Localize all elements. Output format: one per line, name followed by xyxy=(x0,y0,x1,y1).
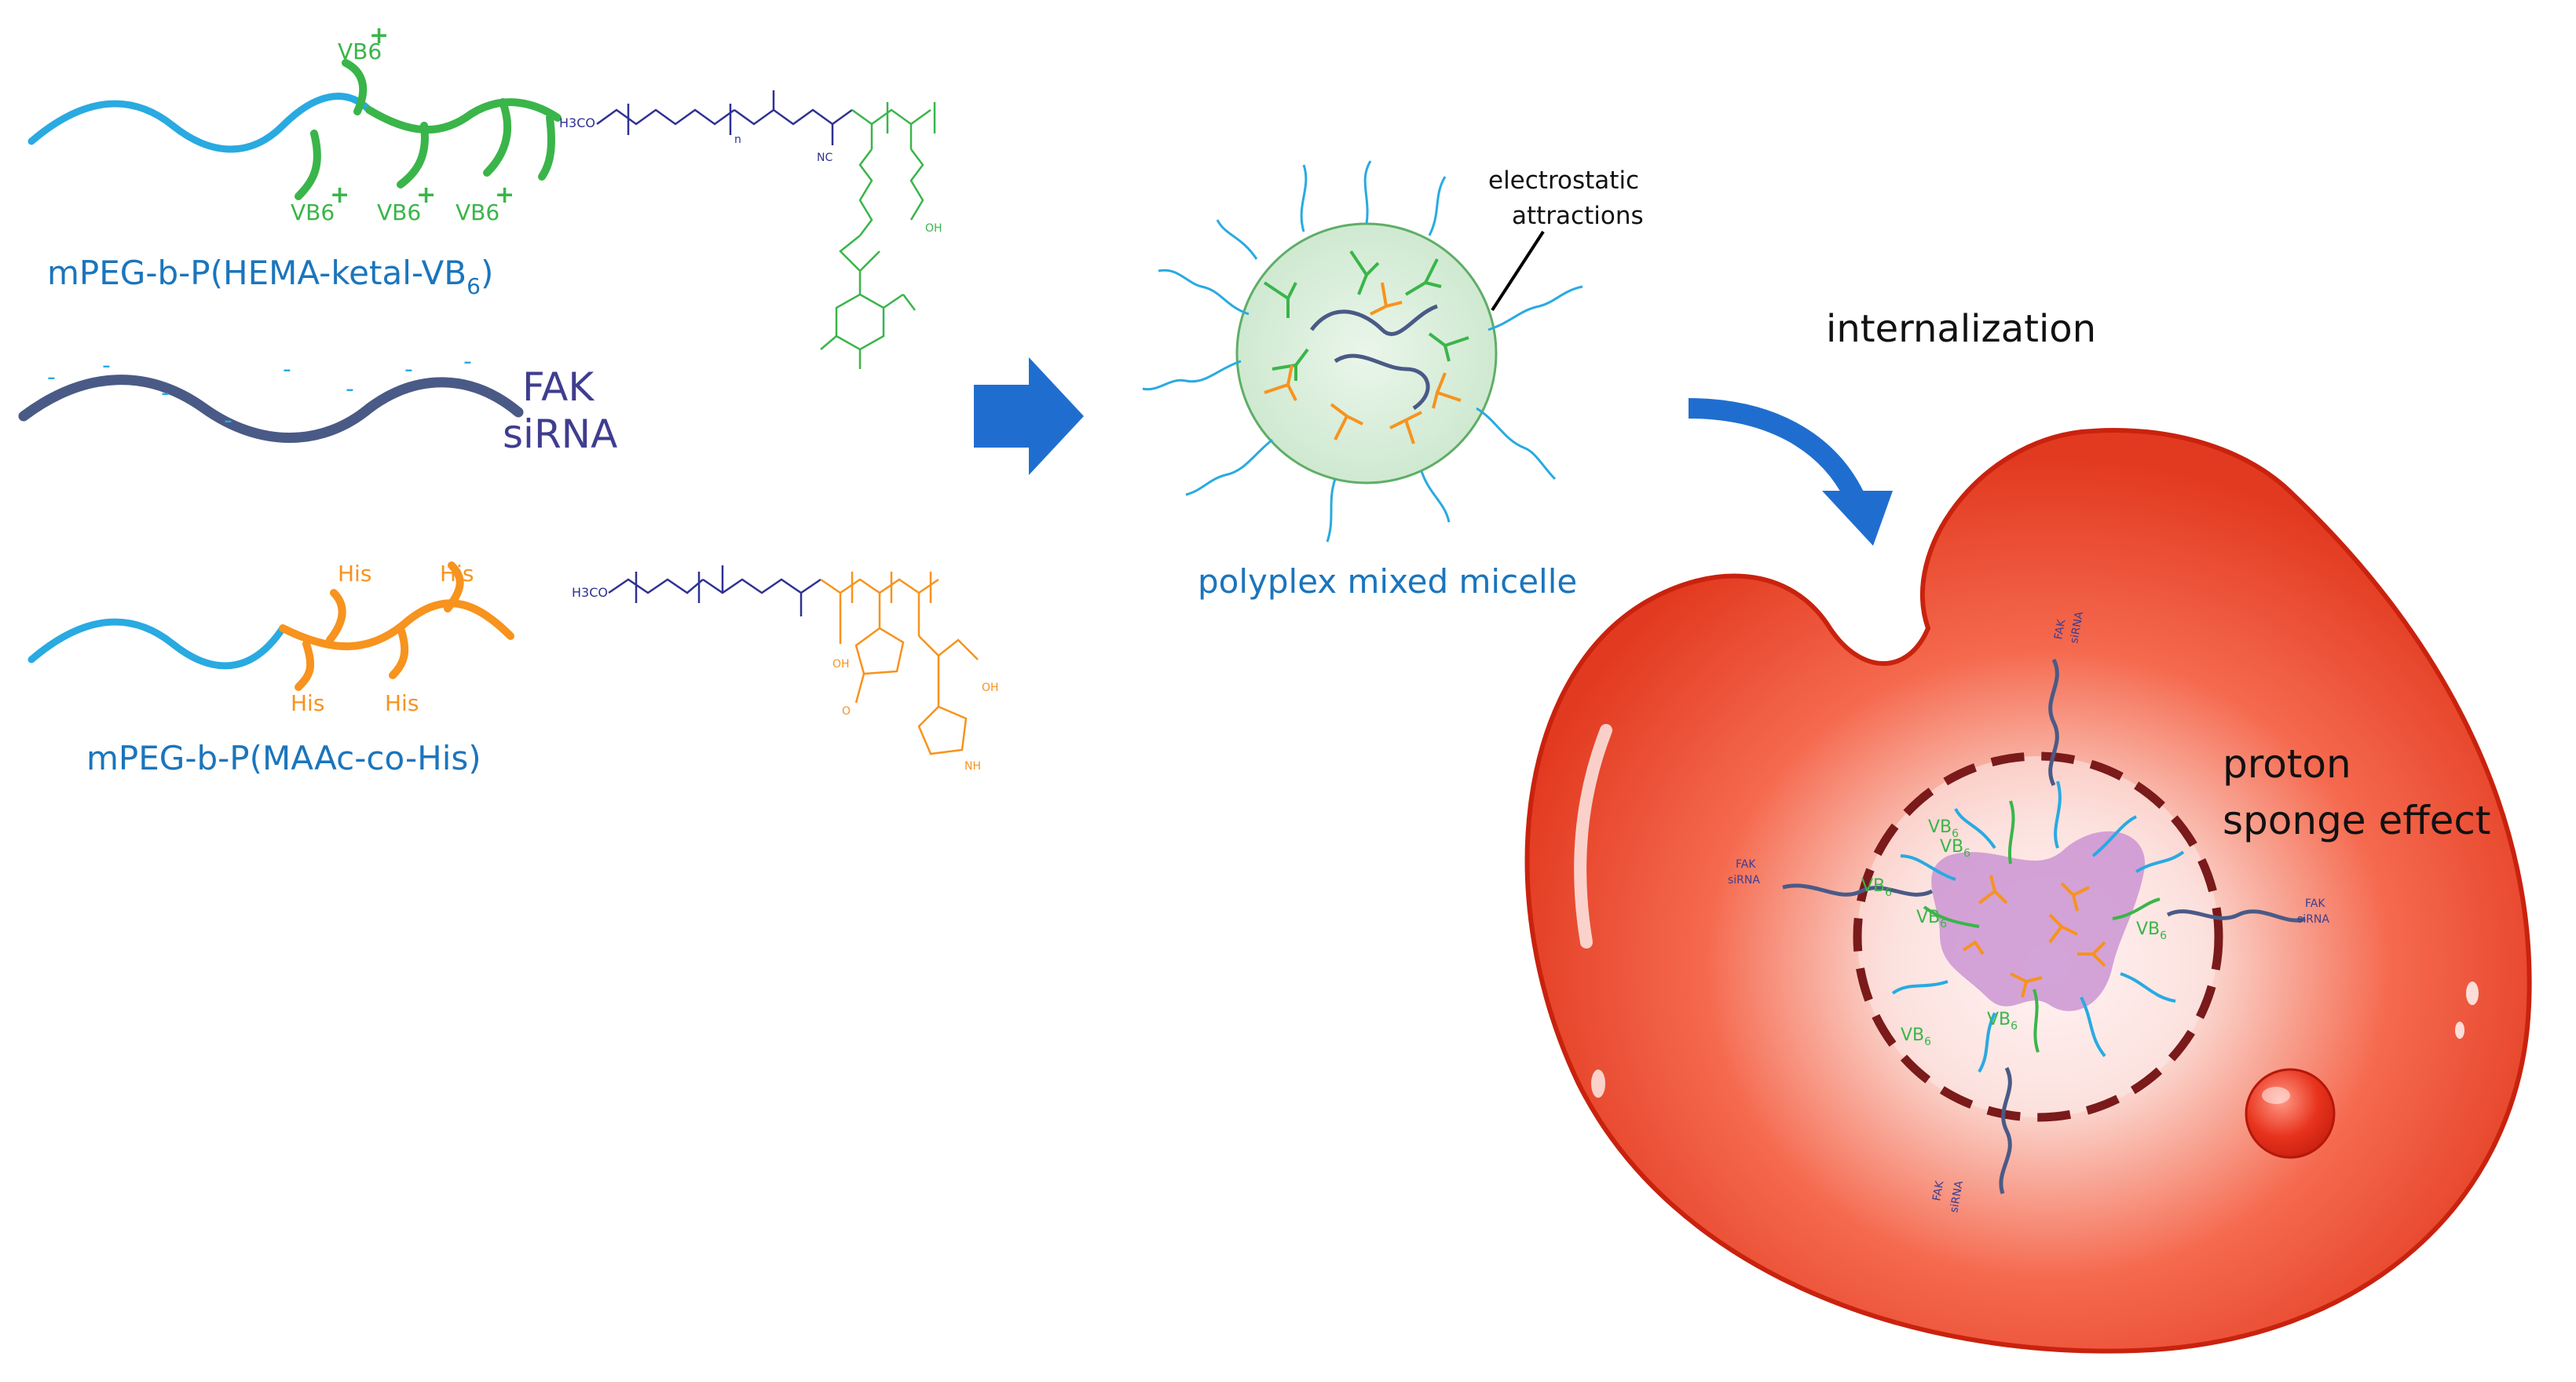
polymer2-structure: H3CO OH O OH NH xyxy=(572,565,999,773)
svg-text:-: - xyxy=(161,379,170,407)
vb6-b1-plus: + xyxy=(330,181,349,209)
svg-text:His: His xyxy=(440,561,474,587)
vb6-b2-plus: + xyxy=(416,181,436,209)
svg-text:-: - xyxy=(283,356,291,383)
svg-text:VB6: VB6 xyxy=(1940,837,1970,860)
fak-label-right: FAK xyxy=(2305,898,2325,910)
sirna-label-2: siRNA xyxy=(503,411,617,457)
polymer1-label: mPEG-b-P(HEMA-ketal-VB6) xyxy=(47,254,493,299)
svg-text:siRNA: siRNA xyxy=(2297,913,2329,926)
internalization-arrow xyxy=(1688,398,1893,546)
svg-text:VB6: VB6 xyxy=(1928,817,1959,840)
svg-text:His: His xyxy=(291,690,324,716)
svg-text:H3CO: H3CO xyxy=(572,585,608,600)
callout-line1: electrostatic xyxy=(1488,166,1639,195)
svg-text:NC: NC xyxy=(817,152,832,164)
cell: VB6 VB6 VB6 VB6 VB6 VB6 VB6 FAK siRNA FA… xyxy=(1524,428,2532,1354)
effect-line1: proton xyxy=(2223,741,2351,787)
svg-text:VB6: VB6 xyxy=(1901,1026,1931,1048)
svg-text:siRNA: siRNA xyxy=(2068,610,2086,645)
svg-text:His: His xyxy=(385,690,419,716)
callout-line2: attractions xyxy=(1512,202,1644,230)
svg-text:VB6: VB6 xyxy=(1861,876,1892,899)
svg-text:-: - xyxy=(224,407,232,434)
svg-text:-: - xyxy=(404,356,413,383)
svg-text:-: - xyxy=(102,352,111,379)
svg-text:NH: NH xyxy=(964,760,981,773)
svg-text:-: - xyxy=(346,375,354,403)
process-arrow xyxy=(974,357,1084,475)
micelle-label: polyplex mixed micelle xyxy=(1198,562,1577,601)
polymer1-structure: H3CO n NC OH xyxy=(559,90,942,369)
svg-text:O: O xyxy=(842,705,851,718)
peg-chain-1 xyxy=(27,93,373,153)
internalization-label: internalization xyxy=(1826,307,2096,351)
svg-text:OH: OH xyxy=(925,222,942,235)
svg-text:n: n xyxy=(734,133,741,146)
charge-minus: - xyxy=(47,364,56,391)
effect-line2: sponge effect xyxy=(2223,798,2491,843)
vb6-b2: VB6 xyxy=(377,199,421,225)
svg-text:siRNA: siRNA xyxy=(1948,1179,1966,1214)
polymer2-label: mPEG-b-P(MAAc-co-His) xyxy=(86,739,481,777)
svg-text:OH: OH xyxy=(832,658,850,671)
svg-text:VB6: VB6 xyxy=(1916,908,1947,930)
sirna-label-1: FAK xyxy=(522,364,595,410)
vb6-b3: VB6 xyxy=(456,199,499,225)
svg-text:H3CO: H3CO xyxy=(559,115,595,130)
svg-text:VB6: VB6 xyxy=(2136,920,2167,942)
fak-label-left: FAK xyxy=(1736,858,1756,871)
svg-text:siRNA: siRNA xyxy=(1728,874,1760,887)
polymer1-cartoon: VB6 + VB6 + VB6 + VB6 + xyxy=(27,22,562,225)
vb6-b1: VB6 xyxy=(291,199,335,225)
fak-label-top: FAK xyxy=(2052,618,2068,641)
svg-text:OH: OH xyxy=(982,682,999,694)
vb6-b3-plus: + xyxy=(495,181,514,209)
fak-label-bottom: FAK xyxy=(1930,1179,1946,1202)
polyplex-micelle xyxy=(1142,160,1583,543)
svg-text:VB6: VB6 xyxy=(1987,1010,2018,1033)
vb6-top-plus: + xyxy=(369,22,389,49)
organelle xyxy=(2245,1068,2336,1159)
vb6-top: VB6 xyxy=(338,38,382,64)
polymer2-cartoon: His His His His xyxy=(27,561,514,716)
sirna-cartoon: - - - - - - - - xyxy=(18,348,524,443)
svg-text:-: - xyxy=(463,348,472,375)
his-1: His xyxy=(338,561,371,587)
vb6-chain xyxy=(365,98,562,134)
